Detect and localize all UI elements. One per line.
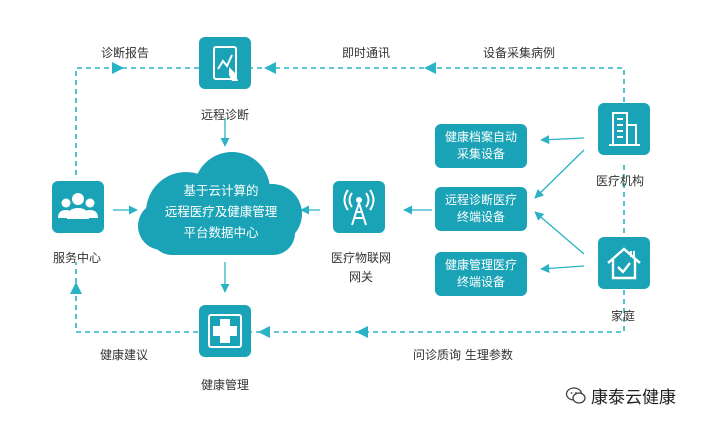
arrow-params-left bbox=[356, 326, 368, 338]
label-device-collection: 设备采集病例 bbox=[483, 46, 556, 60]
hospital-building-icon bbox=[609, 112, 640, 146]
device-health-line-2: 终端设备 bbox=[456, 275, 505, 289]
cloud-line-3: 平台数据中心 bbox=[183, 225, 259, 240]
device-health-line-1: 健康管理医疗 bbox=[444, 258, 517, 272]
device-records-line-2: 采集设备 bbox=[456, 147, 505, 161]
device-health-terminal: 健康管理医疗 终端设备 bbox=[435, 252, 527, 296]
wechat-icon bbox=[565, 386, 586, 404]
arrow-to-remote-left bbox=[264, 62, 276, 74]
health-management-node bbox=[199, 305, 251, 357]
label-diagnosis-report: 诊断报告 bbox=[101, 46, 150, 60]
arrow-home-to-health bbox=[540, 263, 585, 273]
gateway-label: 医疗物联网 网关 bbox=[329, 249, 393, 287]
antenna-tower-icon bbox=[343, 189, 375, 226]
health-management-label: 健康管理 bbox=[201, 378, 250, 392]
cloud-line-1: 基于云计算的 bbox=[183, 183, 259, 198]
remote-diagnosis-label: 远程诊断 bbox=[201, 108, 250, 122]
device-remote-line-2: 终端设备 bbox=[456, 210, 505, 224]
arrow-collect-left bbox=[424, 62, 436, 74]
device-records-line-1: 健康档案自动 bbox=[444, 130, 517, 144]
cloud-line-2: 远程医疗及健康管理 bbox=[164, 204, 278, 219]
bottom-dashed-line bbox=[75, 262, 625, 333]
tablet-chart-icon bbox=[213, 46, 238, 81]
home-label: 家庭 bbox=[611, 309, 636, 323]
cloud-data-center: 基于云计算的 远程医疗及健康管理 平台数据中心 bbox=[146, 180, 296, 243]
device-remote-terminal: 远程诊断医疗 终端设备 bbox=[435, 187, 527, 231]
gateway-line-2: 网关 bbox=[348, 270, 373, 284]
people-group-icon bbox=[58, 193, 98, 219]
home-node bbox=[598, 237, 650, 289]
service-center-label: 服务中心 bbox=[53, 251, 102, 265]
service-center-node bbox=[52, 181, 104, 233]
label-health-advice: 健康建议 bbox=[100, 348, 149, 362]
arrow-to-service-top bbox=[112, 62, 124, 74]
watermark-text: 康泰云健康 bbox=[591, 388, 676, 408]
arrow-to-health-right bbox=[258, 326, 270, 338]
remote-diagnosis-node bbox=[199, 37, 251, 89]
arrow-inst-to-remote bbox=[534, 149, 585, 199]
label-instant-messaging: 即时通讯 bbox=[342, 46, 391, 60]
top-dashed-line bbox=[75, 67, 625, 175]
gateway-line-1: 医疗物联网 bbox=[330, 251, 391, 265]
arrow-inst-to-records bbox=[540, 135, 585, 145]
medical-cross-icon bbox=[208, 314, 242, 348]
house-check-icon bbox=[607, 247, 641, 280]
gateway-node bbox=[333, 181, 385, 233]
device-health-records: 健康档案自动 采集设备 bbox=[435, 124, 527, 168]
watermark: 康泰云健康 bbox=[565, 383, 676, 408]
arrow-up-service bbox=[70, 282, 82, 294]
arrow-home-to-remote bbox=[534, 211, 585, 255]
device-remote-line-1: 远程诊断医疗 bbox=[444, 193, 517, 207]
label-consult-params: 问诊质询 生理参数 bbox=[413, 348, 513, 362]
institution-node bbox=[598, 103, 650, 155]
institution-label: 医疗机构 bbox=[596, 174, 645, 188]
cloud-icon bbox=[138, 152, 302, 255]
